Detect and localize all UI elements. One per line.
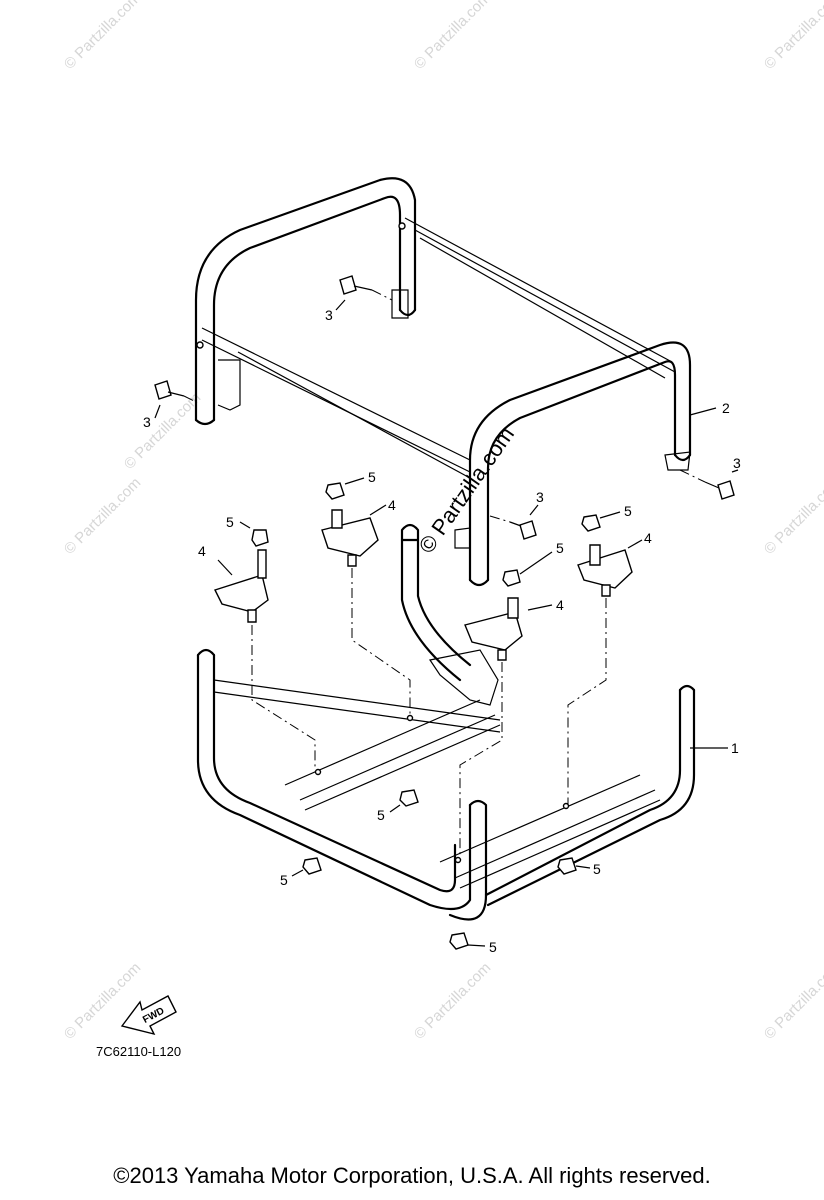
watermark: © Partzilla.com bbox=[761, 0, 824, 73]
nut-part-5 bbox=[449, 932, 469, 950]
nut-part-5 bbox=[399, 789, 419, 807]
nut-part-5 bbox=[251, 529, 269, 547]
callout-4: 4 bbox=[644, 530, 652, 546]
bolt-part-3 bbox=[489, 515, 537, 540]
watermark: © Partzilla.com bbox=[61, 0, 144, 73]
watermark: © Partzilla.com bbox=[761, 959, 824, 1042]
watermark: © Partzilla.com bbox=[121, 389, 204, 472]
callout-3: 3 bbox=[325, 307, 333, 323]
callout-5: 5 bbox=[593, 861, 601, 877]
watermark: © Partzilla.com bbox=[411, 959, 494, 1042]
callout-5: 5 bbox=[226, 514, 234, 530]
mount-part-4 bbox=[214, 549, 269, 623]
diagram-code: 7C62110-L120 bbox=[96, 1044, 182, 1059]
callout-4: 4 bbox=[556, 597, 564, 613]
callout-5: 5 bbox=[624, 503, 632, 519]
leader-lines bbox=[154, 299, 739, 947]
callout-5: 5 bbox=[556, 540, 564, 556]
callout-5: 5 bbox=[368, 469, 376, 485]
callout-3: 3 bbox=[143, 414, 151, 430]
nut-part-5 bbox=[325, 482, 345, 500]
upper-frame-part-2 bbox=[194, 177, 692, 587]
callout-4: 4 bbox=[388, 497, 396, 513]
callout-3: 3 bbox=[536, 489, 544, 505]
mount-part-4 bbox=[464, 597, 523, 661]
callout-4: 4 bbox=[198, 543, 206, 559]
bolt-part-3 bbox=[154, 380, 197, 403]
bolt-part-3 bbox=[339, 275, 393, 301]
callout-2: 2 bbox=[722, 400, 730, 416]
callout-labels: 1 2 3 3 3 3 4 4 4 4 5 5 5 5 5 5 5 5 bbox=[143, 307, 741, 955]
copyright-notice: ©2013 Yamaha Motor Corporation, U.S.A. A… bbox=[113, 1163, 711, 1188]
callout-3: 3 bbox=[733, 455, 741, 471]
callout-5: 5 bbox=[377, 807, 385, 823]
bolt-part-3 bbox=[679, 469, 735, 500]
watermark: © Partzilla.com bbox=[61, 474, 144, 557]
fwd-arrow-icon: FWD bbox=[120, 995, 177, 1036]
mount-part-4 bbox=[577, 544, 633, 597]
nut-part-5 bbox=[581, 514, 601, 532]
watermark: © Partzilla.com bbox=[761, 474, 824, 557]
watermark: © Partzilla.com bbox=[61, 959, 144, 1042]
nut-part-5 bbox=[557, 857, 577, 875]
callout-5: 5 bbox=[280, 872, 288, 888]
lower-frame-part-1 bbox=[196, 648, 696, 921]
mount-part-4 bbox=[321, 509, 379, 567]
watermark-layer: © Partzilla.com © Partzilla.com © Partzi… bbox=[61, 0, 824, 1043]
handle-tube bbox=[400, 523, 499, 706]
nut-part-5 bbox=[302, 857, 322, 875]
callout-1: 1 bbox=[731, 740, 739, 756]
nut-part-5 bbox=[502, 569, 521, 587]
callout-5: 5 bbox=[489, 939, 497, 955]
watermark-main: © Partzilla.com bbox=[414, 422, 520, 558]
assembly-lines bbox=[251, 568, 607, 858]
watermark: © Partzilla.com bbox=[411, 0, 494, 73]
